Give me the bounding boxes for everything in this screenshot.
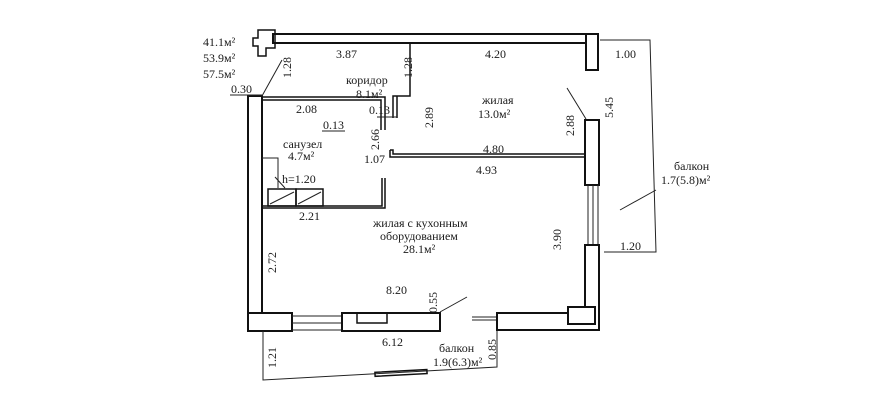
bedroom-area: 13.0м² [478,107,511,121]
balcony-right-area: 1.7(5.8)м² [661,173,711,187]
dim-1-28-left: 1.28 [280,57,294,78]
right-window [587,185,599,245]
balcony-right-outline [600,39,657,253]
balcony-bottom-name: балкон [439,341,475,355]
dim-0-55: 0.55 [426,292,440,313]
balcony-right-name: балкон [674,159,710,173]
dim-5-45: 5.45 [602,97,616,118]
total-area-with-balconies: 57.5м² [203,67,236,81]
bedroom-wall [389,149,585,158]
dim-4-93: 4.93 [476,163,497,177]
walls [230,29,657,381]
bathroom-area: 4.7м² [288,149,315,163]
top-left-column [252,29,276,57]
dim-4-80: 4.80 [483,142,504,156]
living-kitchen-name-2: оборудованием [380,229,458,243]
dim-0-85: 0.85 [485,339,499,360]
corner-column [567,306,596,325]
duct [262,157,286,189]
dim-1-20: 1.20 [620,239,641,253]
balcony-bottom-outline [262,331,498,381]
top-wall [272,33,599,44]
leader-lines [230,59,657,313]
bottom-wall-left [247,312,293,332]
corridor-wall [392,43,411,118]
dim-2-21: 2.21 [299,209,320,223]
dim-2-72: 2.72 [265,252,279,273]
dim-3-90: 3.90 [550,229,564,250]
corridor-name: коридор [346,73,388,87]
bedroom-name: жилая [481,93,514,107]
living-kitchen-area: 28.1м² [403,242,436,256]
labels: 41.1м² 53.9м² 57.5м² коридор 8.1м² жилая… [203,35,711,369]
bathroom-height-note: h=1.20 [282,172,316,186]
left-wall [247,95,263,315]
total-living-area: 41.1м² [203,35,236,49]
dim-2-66: 2.66 [368,129,382,150]
dim-3-87: 3.87 [336,47,357,61]
corridor-area: 8.1м² [356,87,383,101]
top-right-column [585,33,599,71]
dim-1-21: 1.21 [265,347,279,368]
right-wall-upper [584,119,600,186]
door-threshold [472,316,496,321]
dim-8-20: 8.20 [386,283,407,297]
radiator [356,312,388,324]
bathroom-top-wall [262,96,386,130]
dim-0-30: 0.30 [231,82,252,96]
bottom-wall-mid [341,312,441,332]
dimension-labels: 3.87 4.20 1.00 0.30 2.08 0.13 0.13 1.07 … [231,47,641,368]
bathroom-name: санузел [283,137,322,151]
total-area: 53.9м² [203,51,236,65]
dim-0-13-bath: 0.13 [323,118,344,132]
dim-1-07: 1.07 [364,152,385,166]
dim-6-12: 6.12 [382,335,403,349]
dim-0-13-corridor: 0.13 [369,103,390,117]
dim-2-88: 2.88 [563,115,577,136]
fixture-hatch [269,191,322,205]
dim-4-20: 4.20 [485,47,506,61]
dim-2-08: 2.08 [296,102,317,116]
balcony-bottom-area: 1.9(6.3)м² [433,355,483,369]
living-kitchen-name-1: жилая с кухонным [372,216,468,230]
bottom-window [292,315,342,331]
dim-2-89: 2.89 [422,107,436,128]
balcony-railing [374,368,428,378]
dim-1-28-corridor: 1.28 [401,57,415,78]
fixture-2 [295,188,324,207]
dim-1-00: 1.00 [615,47,636,61]
